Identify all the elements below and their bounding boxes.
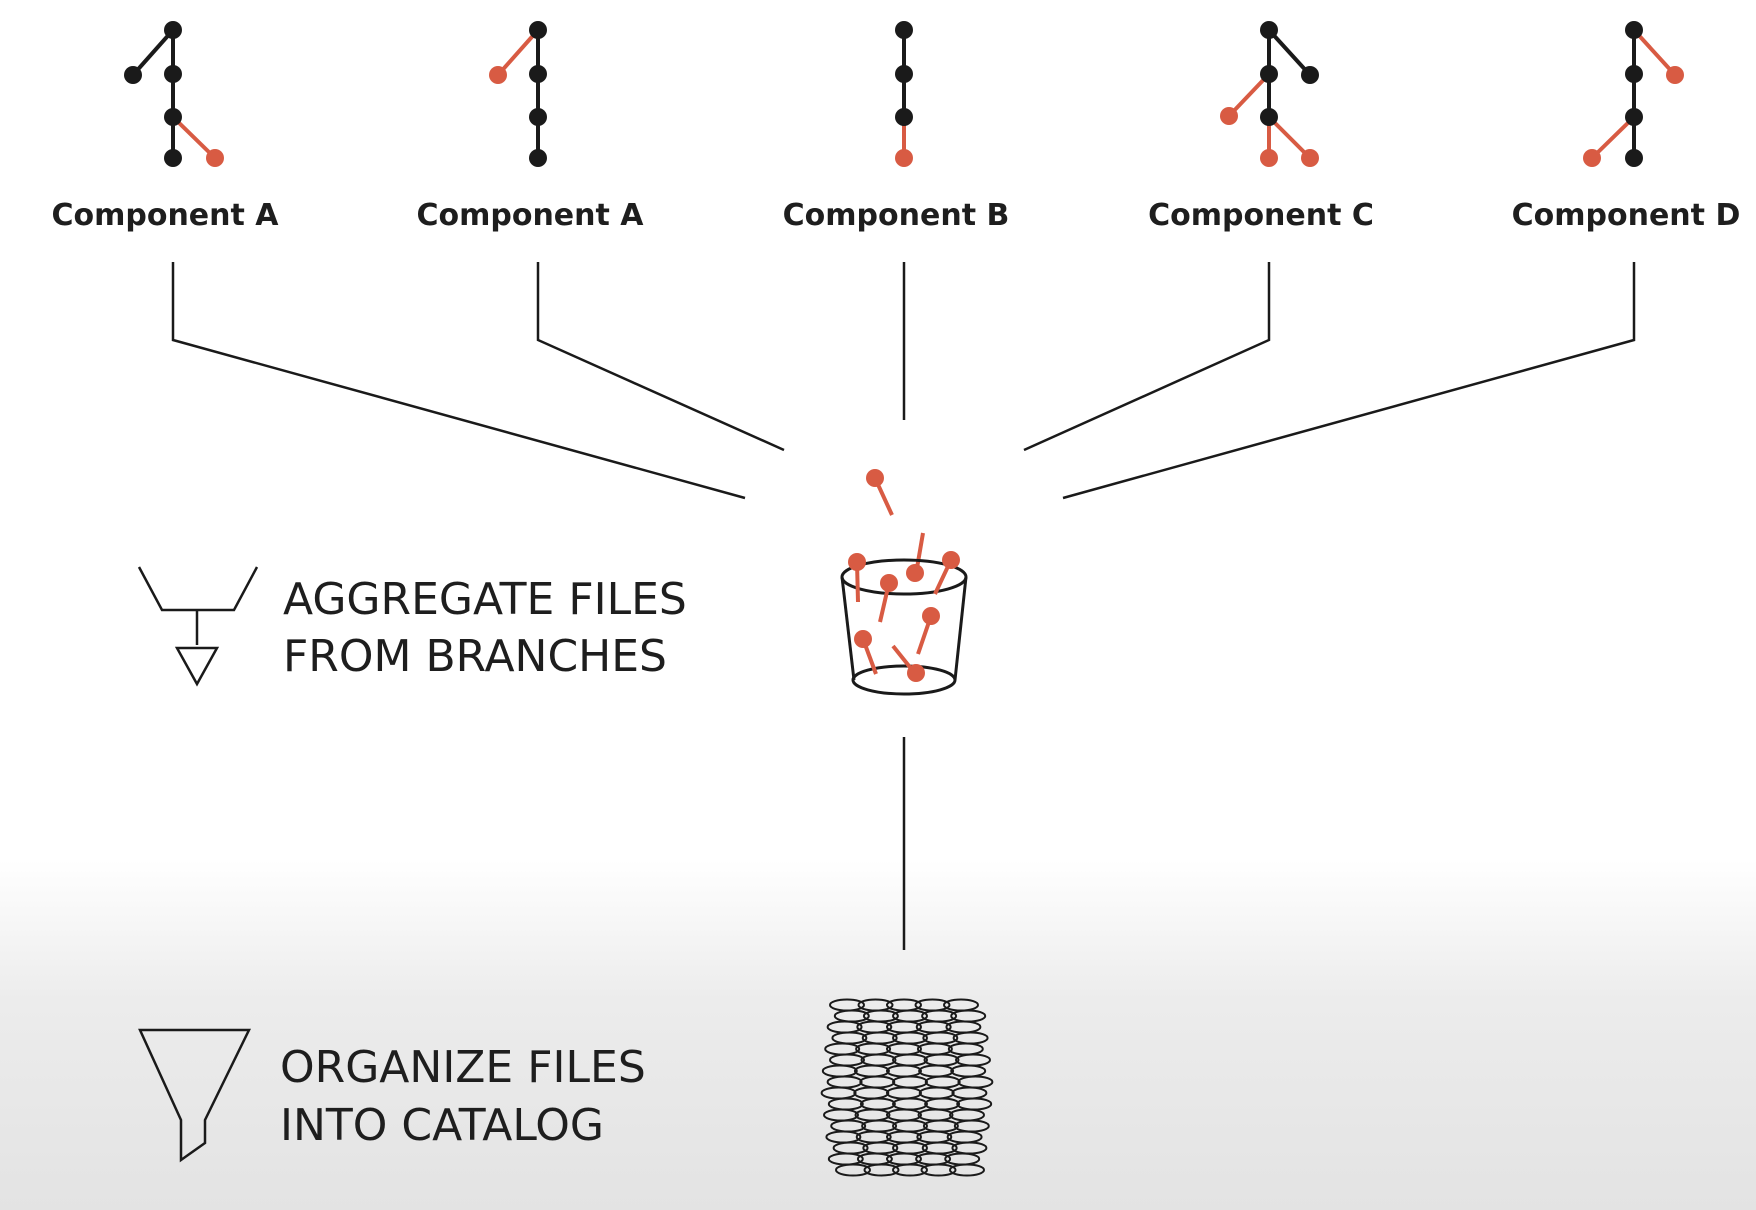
component-label: Component C (1148, 198, 1374, 233)
catalog-ring (854, 1108, 891, 1122)
catalog-ring (957, 1075, 994, 1089)
git-branch-icon (1583, 21, 1684, 167)
catalog-ring (953, 1119, 990, 1133)
catalog-ring (821, 1064, 858, 1078)
component-label: Component D (1512, 198, 1741, 233)
aggregate-step-label: FROM BRANCHES (283, 631, 667, 682)
catalog-ring (892, 1097, 928, 1111)
catalog-ring (886, 1086, 922, 1100)
catalog-ring (886, 1108, 922, 1122)
git-branch-icon (489, 21, 547, 167)
catalog-ring (886, 1064, 922, 1078)
merge-funnel-icon (137, 566, 259, 687)
catalog-ring (918, 1086, 955, 1100)
catalog-ring (955, 1053, 991, 1067)
catalog-ring (860, 1053, 897, 1067)
catalog-ring (949, 1163, 985, 1177)
catalog-ring (892, 1031, 928, 1045)
catalog-ring (855, 1130, 892, 1144)
catalog-ring (827, 1097, 864, 1111)
catalog-ring (956, 1097, 993, 1111)
catalog-stack-icon (820, 998, 994, 1177)
catalog-ring (859, 1075, 896, 1089)
funnel-icon (138, 1028, 252, 1163)
catalog-ring (916, 1042, 953, 1056)
catalog-ring (820, 1086, 857, 1100)
catalog-ring (892, 1075, 928, 1089)
catalog-ring (823, 1108, 859, 1122)
catalog-ring (892, 1053, 928, 1067)
catalog-ring (886, 1130, 922, 1144)
git-branch-icon (124, 21, 224, 167)
catalog-ring (922, 1119, 959, 1133)
catalog-ring (835, 1163, 871, 1177)
catalog-ring (853, 1064, 890, 1078)
catalog-ring (920, 1163, 957, 1177)
catalog-ring (829, 1053, 865, 1067)
catalog-ring (946, 1130, 983, 1144)
component-label: Component A (416, 198, 644, 233)
catalog-ring (859, 1097, 896, 1111)
catalog-ring (830, 1119, 867, 1133)
catalog-ring (923, 1053, 960, 1067)
catalog-ring (950, 1064, 987, 1078)
git-branch-icon (895, 21, 913, 167)
catalog-ring (863, 1163, 900, 1177)
catalog-ring (853, 1086, 890, 1100)
catalog-ring (916, 1130, 953, 1144)
catalog-ring (826, 1075, 863, 1089)
organize-step-label: INTO CATALOG (280, 1100, 604, 1151)
bucket-icon (840, 469, 968, 696)
catalog-ring (825, 1130, 862, 1144)
catalog-ring (892, 1163, 928, 1177)
catalog-ring (918, 1064, 955, 1078)
catalog-ring (924, 1097, 961, 1111)
connector-line (171, 262, 746, 500)
catalog-ring (886, 1042, 922, 1056)
organize-step-label: ORGANIZE FILES (280, 1042, 646, 1093)
catalog-ring (924, 1075, 961, 1089)
aggregate-step-label: AGGREGATE FILES (283, 574, 687, 625)
component-label: Component B (783, 198, 1010, 233)
catalog-ring (861, 1119, 898, 1133)
connector-line (1023, 262, 1271, 452)
git-branch-icon (1220, 21, 1319, 167)
catalog-ring (861, 1031, 898, 1045)
component-label: Component A (51, 198, 279, 233)
catalog-ring (947, 1042, 984, 1056)
catalog-ring (949, 1108, 985, 1122)
catalog-ring (824, 1042, 861, 1056)
connector-line (1062, 262, 1636, 500)
catalog-ring (922, 1031, 959, 1045)
catalog-ring (831, 1031, 868, 1045)
catalog-ring (951, 1086, 988, 1100)
catalog-ring (952, 1031, 989, 1045)
catalog-ring (917, 1108, 954, 1122)
connector-line (536, 262, 785, 452)
catalog-ring (855, 1042, 892, 1056)
catalog-ring (892, 1119, 928, 1133)
